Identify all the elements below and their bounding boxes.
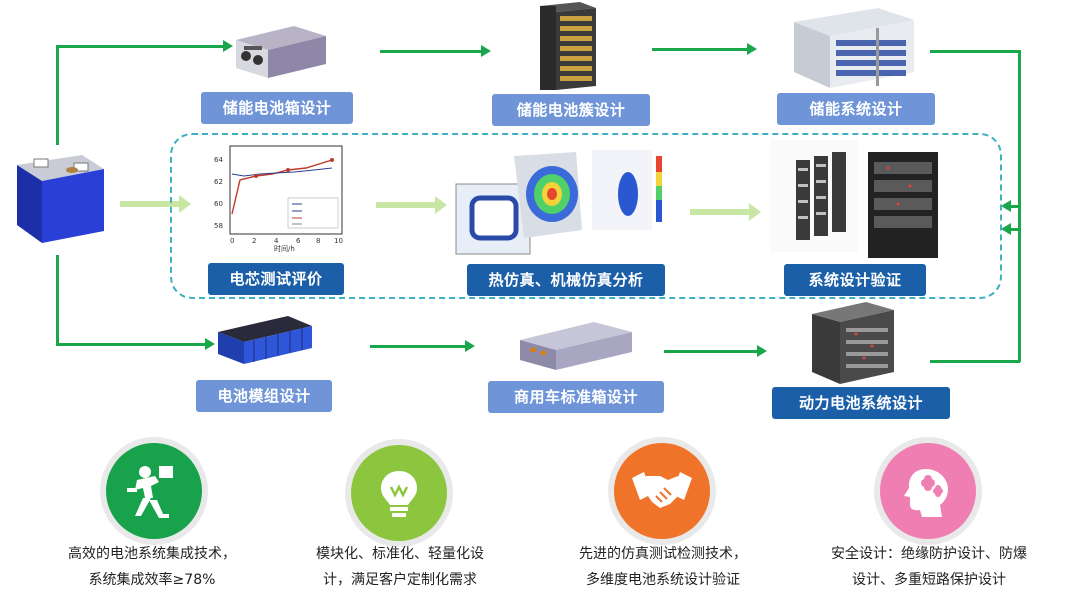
label-system-verify: 系统设计验证 (784, 264, 926, 296)
handshake-icon (632, 472, 692, 508)
simulation-image (455, 150, 662, 255)
label-pack-design: 储能电池箱设计 (201, 92, 353, 124)
battery-cell-image (17, 155, 104, 243)
flow-arrow (380, 45, 491, 57)
flow-line (930, 360, 1020, 363)
battery-module-image (218, 316, 312, 364)
feature-circle (351, 445, 447, 541)
flow-arrow (370, 340, 475, 352)
label-cluster-design: 储能电池簇设计 (492, 94, 650, 126)
feature-line: 高效的电池系统集成技术， (68, 546, 236, 562)
chart-tick-y: 62 (214, 178, 223, 186)
feature-line: 先进的仿真测试检测技术， (579, 546, 747, 562)
power-system-image (812, 302, 894, 384)
flow-arrow (690, 203, 761, 221)
chart-xlabel: 时间/h (274, 244, 295, 252)
flow-line (930, 50, 1020, 53)
feature-line: 计，满足客户定制化需求 (323, 572, 477, 588)
label-power-system: 动力电池系统设计 (772, 387, 950, 419)
chart-tick-y: 64 (214, 156, 223, 164)
feature-circle (614, 443, 710, 539)
flow-arrow (120, 195, 191, 213)
feature-description: 模块化、标准化、轻量化设 计，满足客户定制化需求 (290, 541, 510, 593)
chart-tick-x: 10 (334, 237, 343, 245)
battery-cluster-image (540, 2, 596, 90)
feature-description: 先进的仿真测试检测技术， 多维度电池系统设计验证 (550, 541, 776, 593)
feature-circle (880, 443, 976, 539)
cell-test-chart: 64 62 60 58 0 2 4 6 8 10 时间/h (214, 145, 343, 252)
chart-tick-y: 58 (214, 222, 223, 230)
chart-tick-x: 4 (274, 237, 279, 245)
evaluation-region (170, 133, 1002, 299)
label-simulation: 热仿真、机械仿真分析 (467, 264, 665, 296)
flow-arrow (1001, 200, 1020, 212)
flow-line (56, 255, 59, 345)
flow-line (56, 45, 59, 145)
feature-description: 安全设计：绝缘防护设计、防爆 设计、多重短路保护设计 (794, 541, 1064, 593)
flow-arrow (652, 43, 757, 55)
flow-arrow (1001, 223, 1020, 235)
flow-arrow (664, 345, 767, 357)
chart-tick-y: 60 (214, 200, 223, 208)
chart-tick-x: 6 (296, 237, 301, 245)
label-storage-system-design: 储能系统设计 (777, 93, 935, 125)
flow-arrow (56, 338, 215, 350)
label-cell-test: 电芯测试评价 (208, 263, 344, 295)
running-man-icon (127, 466, 173, 518)
chart-tick-x: 2 (252, 237, 256, 245)
chart-tick-x: 0 (230, 237, 234, 245)
flow-arrow (56, 40, 233, 52)
commercial-pack-image (520, 322, 632, 370)
label-module-design: 电池模组设计 (196, 380, 332, 412)
system-verify-image (770, 140, 938, 258)
feature-description: 高效的电池系统集成技术， 系统集成效率≥78% (36, 541, 268, 593)
chart-tick-x: 8 (316, 237, 320, 245)
feature-line: 系统集成效率≥78% (88, 572, 216, 588)
brain-icon (904, 469, 948, 517)
storage-pack-image (236, 26, 326, 78)
feature-line: 设计、多重短路保护设计 (852, 572, 1006, 588)
storage-system-image (794, 8, 914, 88)
feature-line: 多维度电池系统设计验证 (586, 572, 740, 588)
feature-circle (106, 443, 202, 539)
lightbulb-icon (381, 471, 417, 517)
feature-line: 安全设计：绝缘防护设计、防爆 (831, 546, 1027, 562)
label-commercial-pack: 商用车标准箱设计 (488, 381, 664, 413)
flow-arrow (376, 196, 447, 214)
feature-line: 模块化、标准化、轻量化设 (316, 546, 484, 562)
